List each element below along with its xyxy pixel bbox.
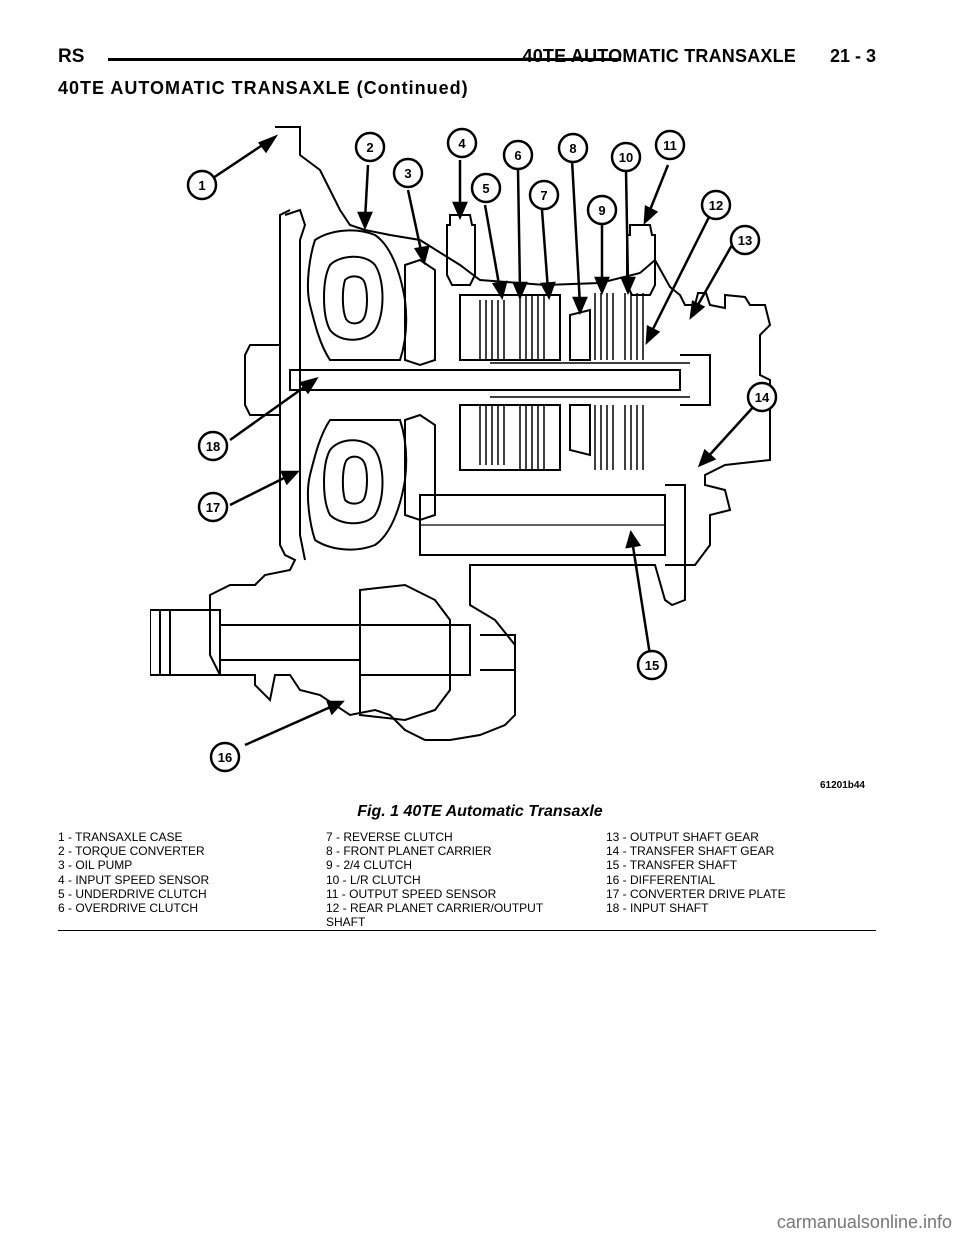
page-header: RS 40TE AUTOMATIC TRANSAXLE 21 - 3 (58, 40, 876, 76)
footer-watermark: carmanualsonline.info (776, 1212, 952, 1232)
callout-8: 8 (569, 141, 576, 156)
legend-item: 5 - UNDERDRIVE CLUTCH (58, 886, 207, 901)
header-title: 40TE AUTOMATIC TRANSAXLE (522, 46, 796, 66)
legend-item: 6 - OVERDRIVE CLUTCH (58, 901, 199, 916)
callout-5: 5 (482, 181, 489, 196)
header-rule (108, 58, 621, 61)
legend-item: 14 - TRANSFER SHAFT GEAR (606, 844, 775, 859)
legend-item: 15 - TRANSFER SHAFT (606, 858, 738, 873)
case-outline (209, 126, 772, 741)
legend-item: 1 - TRANSAXLE CASE (58, 830, 183, 844)
legend-item: 11 - OUTPUT SPEED SENSOR (326, 886, 497, 901)
figure-code: 61201b44 (820, 780, 865, 791)
bell-housing (284, 208, 307, 561)
legend-item: 3 - OIL PUMP (58, 858, 133, 873)
legend-item: 16 - DIFFERENTIAL (606, 872, 716, 887)
callouts (186, 127, 778, 773)
figure-legend: 1 - TRANSAXLE CASE 2 - TORQUE CONVERTER … (58, 830, 876, 930)
callout-12: 12 (709, 198, 723, 213)
legend-item: 12 - REAR PLANET CARRIER/OUTPUT SHAFT (326, 901, 543, 930)
transaxle-diagram: 1 2 3 4 5 6 7 8 9 10 11 12 13 14 15 16 1… (150, 126, 865, 791)
callout-9: 9 (598, 203, 605, 218)
callout-14: 14 (755, 390, 770, 405)
callout-10: 10 (619, 150, 633, 165)
legend-item: 2 - TORQUE CONVERTER (58, 844, 205, 859)
callout-18: 18 (206, 439, 220, 454)
legend-item: 10 - L/R CLUTCH (326, 872, 421, 887)
section-title: 40TE AUTOMATIC TRANSAXLE (Continued) (58, 78, 469, 98)
callout-3: 3 (404, 166, 411, 181)
callout-15: 15 (645, 658, 659, 673)
torque-converter-lower (306, 419, 408, 551)
header-section-code: RS (58, 46, 85, 67)
legend-column-3: 13 - OUTPUT SHAFT GEAR 14 - TRANSFER SHA… (606, 830, 876, 915)
page-number: 21 - 3 (829, 46, 876, 66)
legend-column-1: 1 - TRANSAXLE CASE 2 - TORQUE CONVERTER … (58, 830, 328, 915)
legend-column-2: 7 - REVERSE CLUTCH 8 - FRONT PLANET CARR… (326, 830, 596, 929)
input-shaft (289, 369, 681, 391)
legend-item: 18 - INPUT SHAFT (606, 901, 709, 916)
legend-bottom-rule (58, 930, 876, 931)
callout-16: 16 (218, 750, 232, 765)
legend-item: 13 - OUTPUT SHAFT GEAR (606, 830, 759, 844)
legend-item: 9 - 2/4 CLUTCH (326, 858, 413, 873)
legend-item: 8 - FRONT PLANET CARRIER (326, 844, 492, 859)
callout-17: 17 (206, 500, 220, 515)
callout-4: 4 (458, 136, 466, 151)
torque-converter-upper (306, 229, 408, 361)
legend-item: 17 - CONVERTER DRIVE PLATE (606, 886, 786, 901)
legend-item: 7 - REVERSE CLUTCH (326, 830, 453, 844)
callout-2: 2 (366, 140, 373, 155)
callout-13: 13 (738, 233, 752, 248)
callout-1: 1 (198, 178, 205, 193)
differential (359, 583, 451, 722)
callout-11: 11 (663, 138, 677, 153)
figure-caption: Fig. 1 40TE Automatic Transaxle (357, 803, 603, 820)
transfer-shaft (419, 494, 666, 556)
input-speed-sensor (446, 214, 476, 286)
callout-6: 6 (514, 148, 521, 163)
oil-pump (404, 258, 436, 367)
callout-7: 7 (540, 188, 547, 203)
clutch-packs (479, 293, 644, 470)
legend-item: 4 - INPUT SPEED SENSOR (58, 872, 210, 887)
